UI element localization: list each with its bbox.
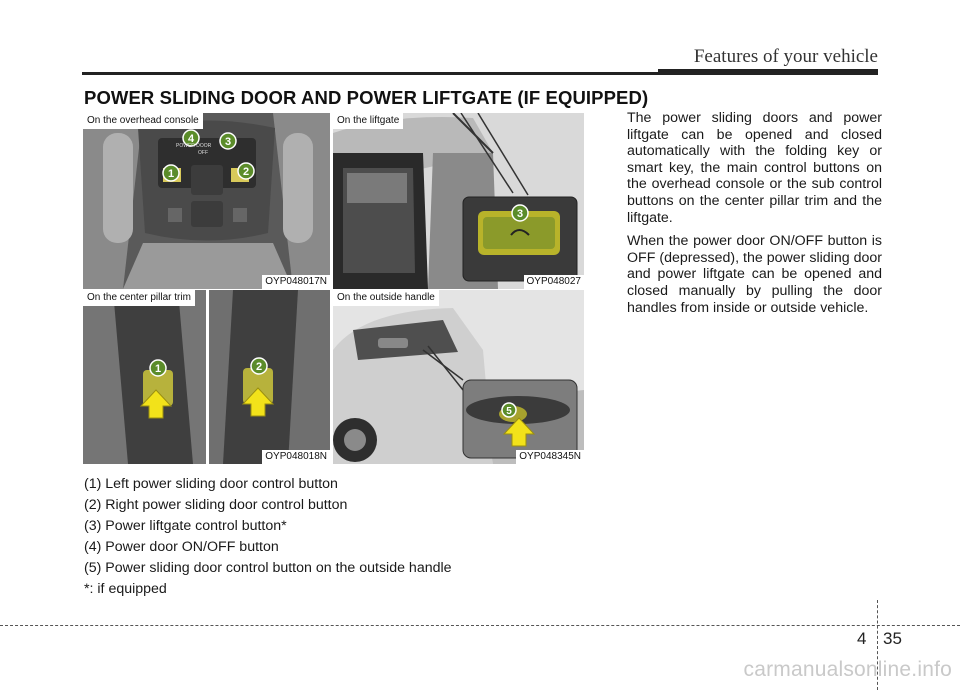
figure-code-pillar: OYP048018N: [262, 450, 330, 464]
badge-2-pillar-label: 2: [256, 361, 262, 373]
arrow-up-icon: [241, 387, 275, 417]
legend-item: (3) Power liftgate control button*: [84, 518, 287, 534]
badge-2-label: 2: [243, 166, 249, 178]
figure-code-overhead: OYP048017N: [262, 275, 330, 289]
caption-overhead: On the overhead console: [83, 113, 203, 129]
body-paragraph: The power sliding doors and power liftga…: [627, 110, 882, 226]
badge-3-liftgate-label: 3: [517, 208, 523, 220]
legend-item: (4) Power door ON/OFF button: [84, 539, 279, 555]
body-text: The power sliding doors and power liftga…: [627, 110, 882, 323]
badge-2-pillar: 2: [250, 357, 268, 375]
legend-footnote: *: if equipped: [84, 581, 167, 597]
badge-5: 5: [501, 402, 517, 418]
figure-code-handle: OYP048345N: [516, 450, 584, 464]
badge-4: 4: [182, 129, 200, 147]
chapter-number: 4: [857, 629, 867, 648]
liftgate-illustration: 3: [333, 113, 584, 289]
legend-item: (2) Right power sliding door control but…: [84, 497, 348, 513]
outside-handle-illustration: 5: [333, 290, 584, 464]
badge-2: 2: [237, 162, 255, 180]
badge-3-liftgate: 3: [511, 204, 529, 222]
badge-3: 3: [219, 132, 237, 150]
figure-outside-handle: 5 On the outside handle OYP048345N: [333, 290, 584, 464]
badge-1-label: 1: [168, 168, 174, 180]
caption-liftgate: On the liftgate: [333, 113, 404, 129]
legend-item: (1) Left power sliding door control butt…: [84, 476, 338, 492]
figure-legend: (1) Left power sliding door control butt…: [84, 474, 604, 600]
badge-4-label: 4: [188, 133, 195, 145]
badge-5-label: 5: [506, 406, 512, 417]
caption-pillar: On the center pillar trim: [83, 290, 195, 306]
arrow-up-icon: [139, 389, 173, 419]
badge-3-label: 3: [225, 136, 231, 148]
page-header-title: Features of your vehicle: [693, 46, 878, 67]
arrow-up-icon: [502, 417, 536, 447]
center-pillar-illustration: 1 2: [83, 290, 330, 464]
console-label-power-door: POWER DOOR: [176, 143, 212, 149]
section-title: POWER SLIDING DOOR AND POWER LIFTGATE (I…: [84, 87, 649, 108]
watermark: carmanualsonline.info: [743, 658, 952, 681]
figure-center-pillar: 1 2 On the center pillar trim OYP048018N: [83, 290, 330, 464]
badge-1-pillar-label: 1: [155, 363, 161, 375]
header-rule: [82, 69, 878, 75]
footer-rule: [0, 625, 960, 626]
figure-liftgate: 3 On the liftgate OYP048027: [333, 113, 584, 289]
caption-handle: On the outside handle: [333, 290, 439, 306]
body-paragraph: When the power door ON/OFF button is OFF…: [627, 233, 882, 316]
figure-code-liftgate: OYP048027: [523, 275, 584, 289]
legend-item: (5) Power sliding door control button on…: [84, 560, 452, 576]
figure-overhead-console: 4 3 1 2 POWER DOOR OFF On the overhead c…: [83, 113, 330, 289]
page-number: 35: [883, 629, 902, 648]
badge-1: 1: [162, 164, 180, 182]
badge-1-pillar: 1: [149, 359, 167, 377]
console-label-off: OFF: [198, 150, 208, 156]
overhead-console-illustration: 4 3 1 2 POWER DOOR OFF: [83, 113, 330, 289]
footer-divider: [877, 600, 878, 690]
